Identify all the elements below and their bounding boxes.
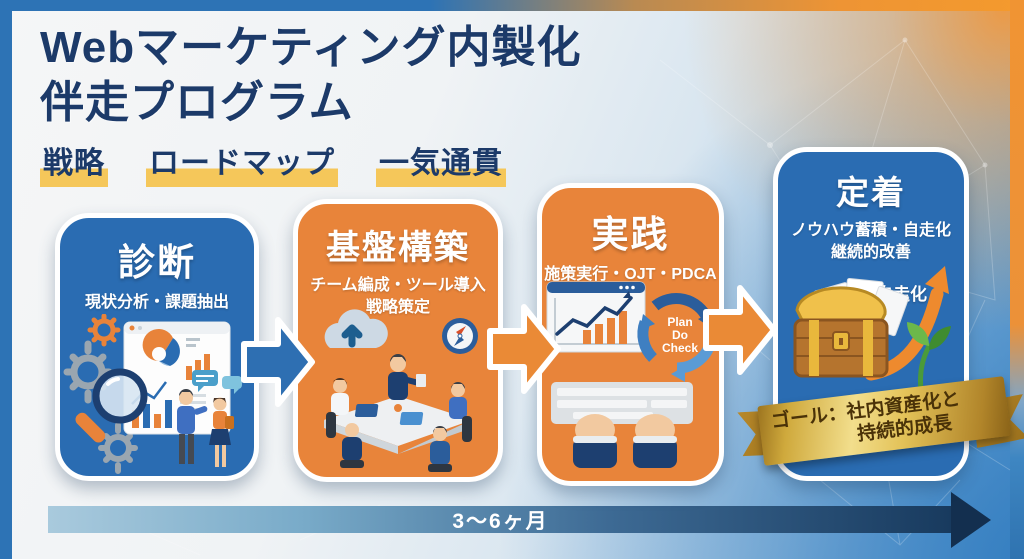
goal-ribbon: ゴール：社内資産化と 持続的成長 <box>740 376 1024 469</box>
meeting-table <box>324 396 472 454</box>
frame-right-bar <box>1010 0 1024 559</box>
step1-subtitle: 現状分析・課題抽出 <box>84 294 229 311</box>
asset-growth-illustration <box>793 266 951 399</box>
step-card-diagnosis: 診断 現状分析・課題抽出 <box>55 213 259 481</box>
compass-icon <box>442 318 478 354</box>
step1-title: 診断 <box>118 242 196 283</box>
page-title: Webマーケティング内製化 伴走プログラム <box>40 20 582 131</box>
step2-title: 基盤構築 <box>326 229 470 267</box>
execution-illustration: Plan Do Check <box>546 281 716 468</box>
person-figure <box>209 397 234 467</box>
person-figure <box>449 382 472 442</box>
keyword-row: 戦略 ロードマップ 一気通貫 <box>40 138 506 187</box>
person-figure <box>340 423 364 468</box>
timeline-arrowhead <box>951 492 991 548</box>
magnifier-icon <box>75 368 148 443</box>
keyword-end-to-end: 一気通貫 <box>376 138 506 187</box>
step2-subtitle: チーム編成・ツール導入 戦略策定 <box>298 275 498 318</box>
step3-subtitle: 施策実行・OJT・PDCA <box>544 266 717 283</box>
step2-subtitle-line2: 戦略策定 <box>365 298 430 316</box>
ribbon-band: ゴール：社内資産化と 持続的成長 <box>757 376 1011 466</box>
growth-chart-monitor <box>546 281 645 353</box>
gear-icon <box>98 422 138 474</box>
step-card-foundation: 基盤構築 チーム編成・ツール導入 戦略策定 <box>293 199 503 482</box>
pdca-label-do: Do <box>672 328 688 342</box>
keyword-roadmap: ロードマップ <box>146 138 338 187</box>
timeline-arrow: 3〜6ヶ月 <box>48 506 953 533</box>
flow-arrow-2 <box>487 304 561 394</box>
person-figure <box>177 389 208 464</box>
cloud-upload-icon <box>324 309 388 348</box>
team-meeting-illustration <box>324 309 478 472</box>
flow-arrow-3 <box>703 285 777 375</box>
frame-top-bar <box>0 0 1024 11</box>
step4-title: 定着 <box>836 174 906 211</box>
step-card-practice: 実践 施策実行・OJT・PDCA Plan D <box>537 183 724 486</box>
speech-bubble-icon <box>192 370 242 394</box>
treasure-chest-icon <box>793 286 889 378</box>
pdca-label-plan: Plan <box>667 315 692 329</box>
dashboard-chart <box>123 321 231 435</box>
keyword-strategy: 戦略 <box>40 138 108 187</box>
timeline-label: 3〜6ヶ月 <box>452 509 549 533</box>
step3-title: 実践 <box>591 214 670 255</box>
flow-arrow-1 <box>241 317 315 407</box>
step4-subtitle-line1: ノウハウ蓄積・自走化 <box>790 222 951 239</box>
step4-subtitle: ノウハウ蓄積・自走化 継続的改善 <box>778 220 964 263</box>
person-figure <box>326 378 349 438</box>
gear-icon <box>87 314 121 347</box>
step4-subtitle-line2: 継続的改善 <box>830 243 911 261</box>
frame-left-bar <box>0 0 12 559</box>
keyboard-hands <box>550 382 693 468</box>
analysis-illustration <box>63 314 242 474</box>
step2-subtitle-line1: チーム編成・ツール導入 <box>310 277 486 294</box>
person-figure <box>428 426 452 472</box>
pdca-label-check: Check <box>661 341 697 355</box>
page-title-line2: 伴走プログラム <box>40 78 354 128</box>
page-title-line1: Webマーケティング内製化 <box>40 23 582 72</box>
person-figure <box>388 354 426 400</box>
